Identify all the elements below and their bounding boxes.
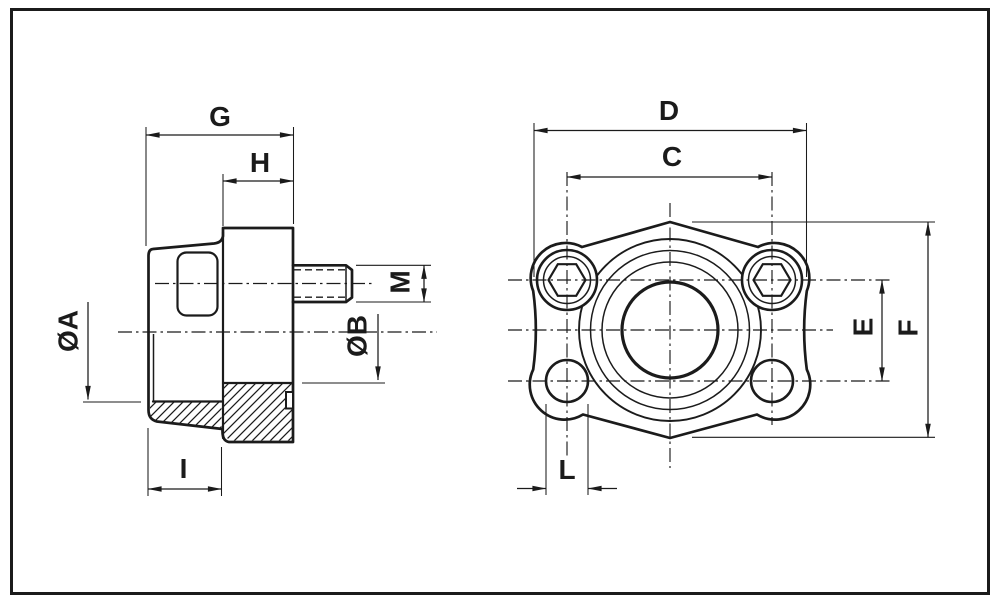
dimension-H: H — [222, 147, 294, 226]
dimension-phi-b: ØB — [302, 314, 385, 384]
left-view-side-section: G H M ØB ØA — [53, 101, 437, 496]
dimension-I: I — [147, 428, 223, 496]
flange-face-outline — [528, 220, 812, 440]
dimension-label-phi-b: ØB — [342, 315, 373, 357]
dimension-label-m: M — [385, 270, 416, 293]
dimension-label-f: F — [893, 319, 924, 336]
dimension-M: M — [356, 264, 431, 303]
oring-groove — [285, 391, 294, 410]
dimension-label-i: I — [180, 453, 188, 484]
section-hatch-hub — [223, 383, 292, 441]
dimension-label-d: D — [659, 95, 679, 126]
dimension-G: G — [145, 101, 295, 246]
dimension-phi-a: ØA — [53, 302, 141, 403]
dimension-F: F — [692, 221, 935, 438]
right-view-front-face: D C E F L — [508, 95, 935, 495]
dimension-label-e: E — [848, 318, 879, 337]
dimension-C: C — [566, 141, 773, 180]
sheet-border — [10, 8, 990, 595]
dimension-L: L — [517, 404, 617, 495]
dimension-E: E — [848, 279, 885, 382]
dimension-label-g: G — [209, 101, 231, 132]
dimension-label-l: L — [558, 454, 575, 485]
dimension-label-h: H — [250, 147, 270, 178]
dimension-label-c: C — [662, 141, 682, 172]
dimension-label-phi-a: ØA — [53, 310, 84, 352]
dimension-D: D — [533, 95, 808, 277]
